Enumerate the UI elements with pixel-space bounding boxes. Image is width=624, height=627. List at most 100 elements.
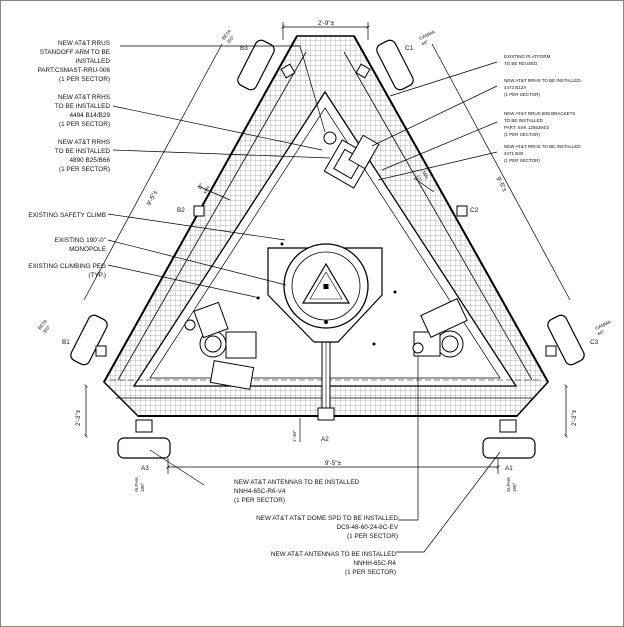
svg-text:NEW AT&T RRHS TO BE INSTALLED: NEW AT&T RRHS TO BE INSTALLED	[504, 144, 581, 149]
svg-text:(1 PER SECTOR): (1 PER SECTOR)	[347, 533, 398, 540]
svg-text:NEW AT&T RRUS B38 BRACKETS: NEW AT&T RRUS B38 BRACKETS	[504, 111, 575, 116]
svg-text:NEW AT&T RRUS: NEW AT&T RRUS	[58, 40, 110, 47]
rrh-cluster-left	[184, 301, 257, 390]
sector-tag-beta-left: BETA 300°	[37, 319, 52, 335]
label-c3: C3	[590, 339, 599, 346]
svg-text:MONOPOLE: MONOPOLE	[69, 246, 106, 253]
svg-text:NEW AT&T AT&T DOME SPD TO BE I: NEW AT&T AT&T DOME SPD TO BE INSTALLED	[256, 515, 398, 522]
sector-tag-alpha-left: ALPHA 180°	[134, 477, 145, 492]
label-c1: C1	[405, 45, 414, 52]
antenna-c1	[376, 39, 414, 91]
svg-text:(1 PER SECTOR): (1 PER SECTOR)	[504, 158, 540, 163]
svg-text:180°: 180°	[512, 482, 517, 492]
dim-right-offset: 2'-3"±	[571, 409, 578, 426]
svg-text:BETA: BETA	[37, 319, 48, 331]
note-rrhs-4472: NEW AT&T RRHS TO BE INSTALLED 4472 B12A …	[504, 78, 581, 97]
monopole	[256, 242, 397, 346]
leader-lines	[107, 45, 501, 553]
svg-text:NEW AT&T RRHS TO BE INSTALLED: NEW AT&T RRHS TO BE INSTALLED	[504, 78, 581, 83]
label-c2: C2	[470, 207, 479, 214]
note-rrhs-4471: NEW AT&T RRHS TO BE INSTALLED 4471 B30 (…	[504, 144, 581, 163]
svg-text:300°: 300°	[226, 34, 236, 44]
svg-text:GAMMA: GAMMA	[418, 29, 436, 41]
svg-text:DC9-48-60-24-8C-EV: DC9-48-60-24-8C-EV	[337, 524, 399, 531]
svg-text:TO BE INSTALLED: TO BE INSTALLED	[55, 148, 111, 155]
svg-text:(1 PER SECTOR): (1 PER SECTOR)	[504, 92, 540, 97]
label-b2: B2	[177, 207, 185, 214]
svg-text:(1 PER SECTOR): (1 PER SECTOR)	[234, 497, 285, 504]
note-dome-spd: NEW AT&T AT&T DOME SPD TO BE INSTALLED D…	[256, 515, 399, 540]
svg-text:(1 PER SECTOR): (1 PER SECTOR)	[504, 132, 540, 137]
svg-text:TO BE INSTALLED: TO BE INSTALLED	[504, 118, 544, 123]
dim-top: 2'-9"±	[318, 20, 335, 27]
svg-text:ALPHA: ALPHA	[134, 477, 139, 492]
antenna-b1	[70, 314, 108, 366]
svg-text:4472 B12A: 4472 B12A	[504, 85, 526, 90]
svg-text:(1 PER SECTOR): (1 PER SECTOR)	[59, 76, 110, 83]
note-rrus-standoff-arm: NEW AT&T RRUS STANDOFF ARM TO BE INSTALL…	[37, 40, 110, 83]
rrh-cluster-right	[412, 298, 468, 358]
antenna-a1	[482, 437, 536, 459]
svg-text:180°: 180°	[140, 482, 145, 492]
svg-text:NEW AT&T ANTENNAS TO BE INSTAL: NEW AT&T ANTENNAS TO BE INSTALLED	[271, 551, 397, 558]
dim-bottom: 9'-5"±	[325, 460, 342, 467]
svg-text:(1 PER SECTOR): (1 PER SECTOR)	[59, 121, 110, 128]
note-rrus-brackets: NEW AT&T RRUS B38 BRACKETS TO BE INSTALL…	[504, 111, 575, 137]
note-monopole: EXISTING 190'-0" MONOPOLE	[55, 237, 106, 253]
dim-small-left-min: MIN	[202, 185, 210, 195]
antenna-b3	[237, 39, 275, 91]
dimension-lines	[83, 22, 571, 474]
label-b3: B3	[240, 45, 248, 52]
sector-tag-gamma-right: GAMMA 60°	[594, 319, 612, 336]
svg-text:300°: 300°	[42, 324, 52, 334]
note-safety-climb: EXISTING SAFETY CLIMB	[28, 212, 106, 219]
rrh-cluster-top	[323, 131, 380, 189]
svg-text:STANDOFF ARM TO BE: STANDOFF ARM TO BE	[40, 49, 110, 56]
dim-small-right: 12"	[415, 174, 423, 183]
note-antennas-r6: NEW AT&T ANTENNAS TO BE INSTALLED NNH4-6…	[234, 479, 360, 504]
svg-text:4890 B25/B66: 4890 B25/B66	[69, 157, 110, 164]
label-b1: B1	[62, 339, 70, 346]
svg-text:PART:CSMAST-RRU-006: PART:CSMAST-RRU-006	[37, 67, 110, 74]
svg-text:4494 B14/B29: 4494 B14/B29	[69, 112, 110, 119]
svg-text:PART: SXK 1255394/2: PART: SXK 1255394/2	[504, 125, 550, 130]
note-antennas-r4: NEW AT&T ANTENNAS TO BE INSTALLED NNHH-6…	[271, 551, 397, 576]
antenna-a3	[117, 437, 171, 459]
svg-text:EXISTING 190'-0": EXISTING 190'-0"	[55, 237, 106, 244]
label-a3: A3	[141, 465, 149, 472]
dim-left-offset: 2'-3"±	[75, 409, 82, 426]
svg-text:NEW AT&T RRHS: NEW AT&T RRHS	[58, 94, 110, 101]
svg-text:NEW AT&T RRHS: NEW AT&T RRHS	[58, 139, 110, 146]
svg-text:EXISTING CLIMBING PEG: EXISTING CLIMBING PEG	[28, 263, 106, 270]
svg-text:INSTALLED: INSTALLED	[76, 58, 111, 65]
note-rrhs-4494: NEW AT&T RRHS TO BE INSTALLED 4494 B14/B…	[55, 94, 111, 128]
dim-right-side: 9'-5"±	[494, 176, 508, 194]
svg-text:BETA: BETA	[221, 29, 232, 41]
svg-text:EXISTING PLATFORM: EXISTING PLATFORM	[504, 54, 551, 59]
label-a1: A1	[505, 465, 513, 472]
svg-text:60°: 60°	[597, 329, 605, 336]
existing-platform	[103, 35, 549, 417]
sector-tag-beta-top: BETA 300°	[221, 29, 236, 45]
note-existing-platform: EXISTING PLATFORM TO BE REUSED	[504, 54, 551, 66]
sector-tag-gamma-top: GAMMA 60°	[418, 29, 436, 46]
svg-text:NNHH-65C-R4: NNHH-65C-R4	[353, 560, 396, 567]
svg-text:(1 PER SECTOR): (1 PER SECTOR)	[345, 569, 396, 576]
dim-small-right-min: MIN	[421, 170, 429, 180]
note-climbing-peg: EXISTING CLIMBING PEG (TYP.)	[28, 263, 106, 279]
svg-text:NEW AT&T ANTENNAS TO BE INSTAL: NEW AT&T ANTENNAS TO BE INSTALLED	[234, 479, 360, 486]
pipe-mounts	[95, 63, 557, 433]
svg-text:(1 PER SECTOR): (1 PER SECTOR)	[59, 166, 110, 173]
dim-small-left: 10"	[196, 182, 204, 191]
antenna-c3	[547, 314, 585, 366]
svg-text:TO BE INSTALLED: TO BE INSTALLED	[55, 103, 111, 110]
svg-text:GAMMA: GAMMA	[594, 319, 612, 331]
note-rrhs-4890: NEW AT&T RRHS TO BE INSTALLED 4890 B25/B…	[55, 139, 111, 173]
sector-tag-alpha-right: ALPHA 180°	[506, 477, 517, 492]
label-a2: A2	[321, 436, 329, 443]
dim-center: 1'-10"	[292, 430, 297, 442]
svg-text:60°: 60°	[421, 39, 429, 46]
svg-text:(TYP.): (TYP.)	[88, 272, 106, 279]
svg-text:TO BE REUSED: TO BE REUSED	[504, 61, 538, 66]
